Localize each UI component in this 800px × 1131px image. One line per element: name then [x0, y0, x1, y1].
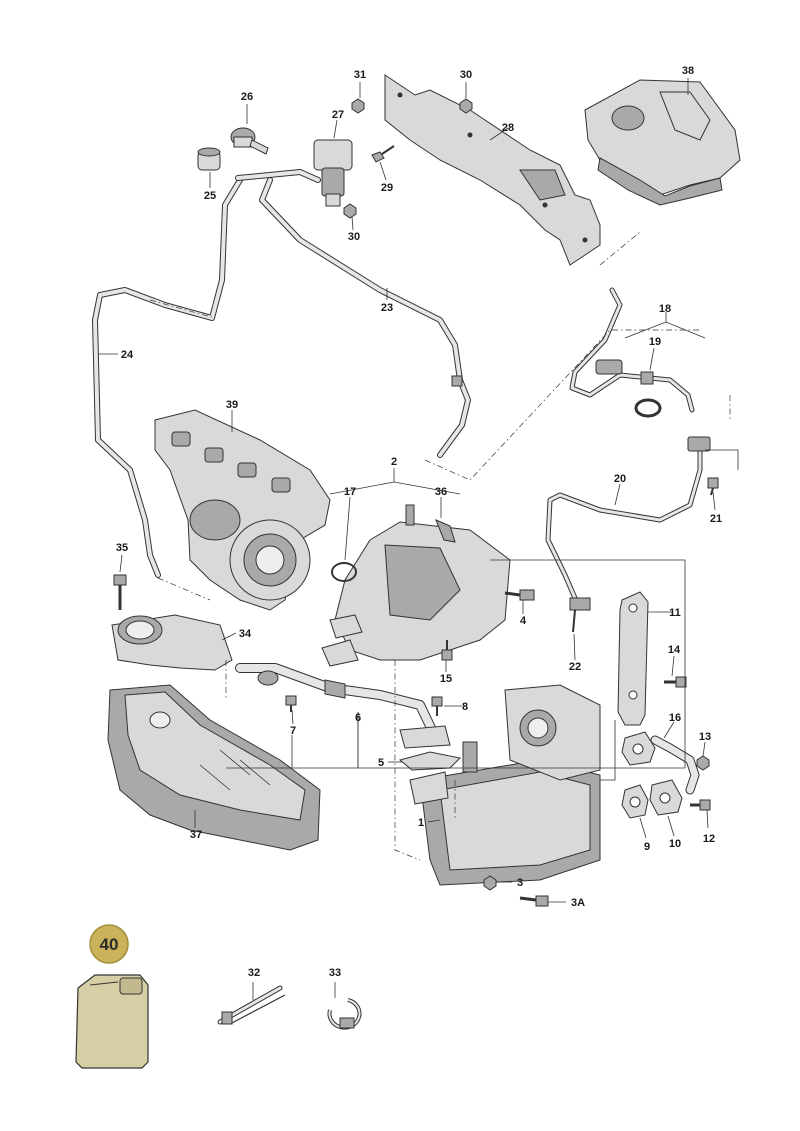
fluid-canister	[75, 974, 149, 1069]
callout-30-top: 30	[460, 69, 472, 81]
callout-30-bottom: 30	[348, 231, 360, 243]
callout-23: 23	[381, 302, 393, 314]
bolt-3a	[519, 895, 549, 907]
bolt-15	[441, 640, 453, 661]
callout-21: 21	[710, 513, 722, 525]
sensor-36	[435, 519, 456, 543]
callout-24: 24	[121, 349, 134, 361]
gasket-left	[621, 731, 656, 766]
callout-22: 22	[569, 661, 581, 673]
cable-tie	[217, 985, 286, 1025]
callout-12: 12	[703, 833, 715, 845]
bracket-11	[617, 591, 649, 726]
callout-31: 31	[354, 69, 366, 81]
callout-11: 11	[669, 607, 681, 619]
callout-27: 27	[332, 109, 344, 121]
callout-3: 3	[517, 877, 523, 889]
callout-28: 28	[502, 122, 514, 134]
hose-clamp	[327, 998, 362, 1030]
clamp-19	[634, 371, 662, 418]
callout-3a: 3A	[571, 897, 585, 909]
callout-6: 6	[355, 712, 361, 724]
hose-group-18	[569, 287, 695, 413]
bolt-12	[690, 799, 711, 811]
callout-4: 4	[520, 615, 527, 627]
callout-33: 33	[329, 967, 341, 979]
nut-31	[351, 98, 365, 114]
callout-34: 34	[239, 628, 252, 640]
screw-7	[285, 695, 297, 712]
callout-18: 18	[659, 303, 671, 315]
callout-1: 1	[418, 817, 424, 829]
bolt-35	[113, 574, 127, 610]
pipe-16	[650, 735, 700, 795]
screw-29	[371, 145, 395, 163]
callout-25: 25	[204, 190, 216, 202]
screw-8	[431, 696, 443, 716]
coolant-flange-module	[321, 504, 511, 667]
vacuum-hose-23	[235, 169, 471, 458]
leader-lines	[98, 78, 716, 1000]
vacuum-hose-24	[92, 177, 243, 578]
callout-26: 26	[241, 91, 253, 103]
turbocharger	[154, 409, 331, 611]
clip-22	[569, 597, 591, 633]
gasket-5	[398, 751, 462, 771]
callout-40: 40	[100, 935, 119, 954]
bolt-14	[664, 676, 687, 688]
callout-5: 5	[378, 757, 384, 769]
callout-36: 36	[435, 486, 447, 498]
callout-29: 29	[381, 182, 393, 194]
flange-10	[649, 779, 683, 816]
callout-37: 37	[190, 829, 202, 841]
intake-manifold	[107, 684, 321, 851]
bolt-4	[504, 589, 535, 601]
callout-7: 7	[290, 725, 296, 737]
callout-14: 14	[668, 644, 681, 656]
callout-13: 13	[699, 731, 711, 743]
nut-30-bottom	[343, 203, 357, 219]
callout-32: 32	[248, 967, 260, 979]
callout-10: 10	[669, 838, 681, 850]
callout-15: 15	[440, 673, 452, 685]
throttle-body	[111, 614, 233, 671]
callout-20: 20	[614, 473, 626, 485]
o-ring-17	[331, 562, 357, 582]
screw-21	[707, 477, 719, 496]
egr-cooler	[409, 684, 601, 886]
hose-clip-23	[451, 375, 463, 387]
callout-2: 2	[391, 456, 397, 468]
hose-connector	[197, 147, 221, 171]
vacuum-line-20	[545, 436, 711, 608]
nut-13	[696, 755, 710, 771]
callout-19: 19	[649, 336, 661, 348]
egr-pipe	[235, 663, 451, 749]
cylinder-head-cover	[584, 79, 741, 206]
callout-35: 35	[116, 542, 128, 554]
callout-labels: 31 30 38 26 27 28 29 25 30 23 24 39 18 1…	[100, 65, 723, 979]
nut-30-top	[459, 98, 473, 114]
callout-8: 8	[462, 701, 468, 713]
callout-39: 39	[226, 399, 238, 411]
vacuum-damper	[230, 127, 269, 155]
assembly-lines	[149, 231, 739, 861]
solenoid-valve	[313, 139, 353, 207]
part-40-badge	[89, 924, 129, 964]
gasket-9	[621, 784, 649, 819]
callout-9: 9	[644, 841, 650, 853]
callout-38: 38	[682, 65, 694, 77]
callout-17: 17	[344, 486, 356, 498]
heat-shield-bracket	[384, 74, 601, 266]
nut-3	[483, 875, 497, 891]
callout-16: 16	[669, 712, 681, 724]
